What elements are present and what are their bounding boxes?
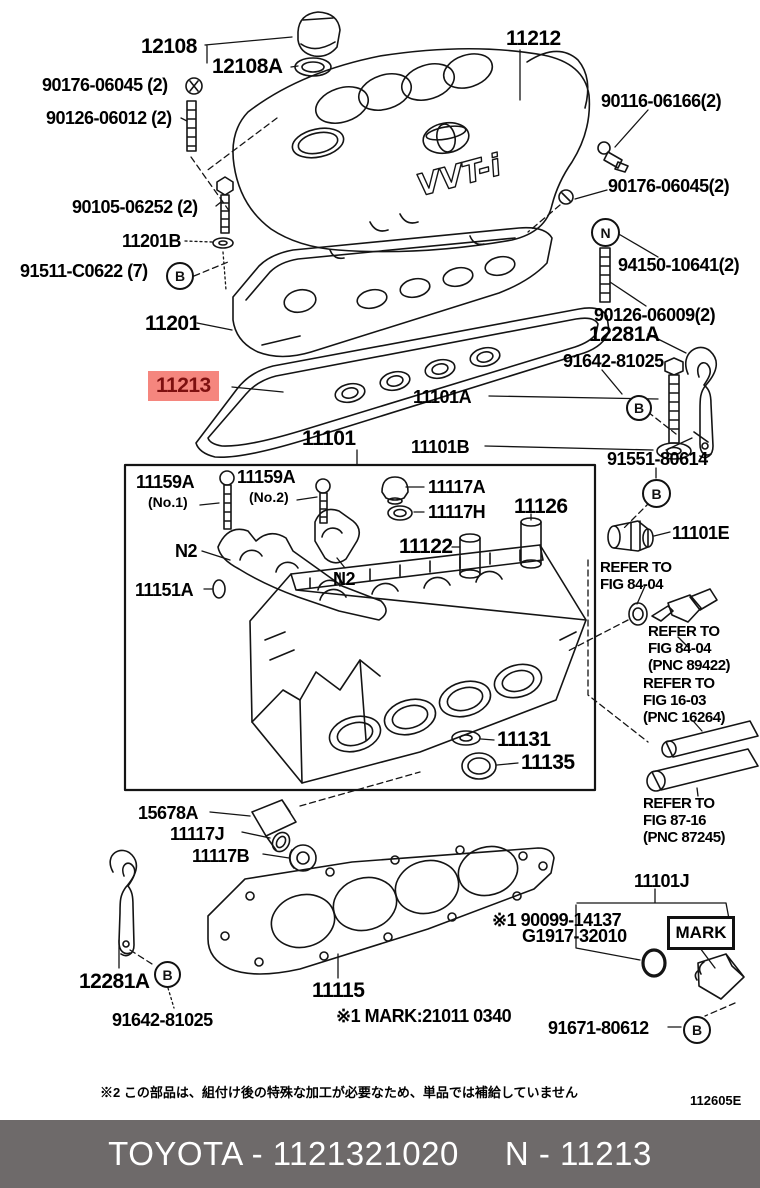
union-screw-drawing — [641, 948, 745, 1000]
refer-note-fig-16-03: REFER TO FIG 16-03 (PNC 16264) — [643, 675, 726, 726]
head-bolt-drawing — [656, 357, 692, 460]
part-label-11122: 11122 — [399, 535, 453, 558]
part-label-90099-14137: ※1 90099-14137 — [492, 910, 622, 930]
part-label-12108a: 12108A — [212, 55, 283, 78]
part-label-11117b: 11117B — [192, 846, 250, 866]
callout-b-icon-91511: B — [166, 262, 194, 290]
part-label-11135: 11135 — [521, 751, 575, 774]
footer-part-number: TOYOTA - 1121321020 — [108, 1135, 459, 1172]
refer-note-fig-84-04-pnc-89422: REFER TO FIG 84-04 (PNC 89422) — [648, 623, 731, 674]
dotted-lines — [167, 240, 227, 1009]
part-label-11117a: 11117A — [428, 477, 486, 497]
callout-b-icon-91642-top: B — [626, 395, 652, 421]
diagram-line-art: VVT-i — [109, 11, 759, 1028]
part-label-11117h: 11117H — [428, 502, 486, 522]
stud-94150-drawing — [599, 247, 611, 303]
part-label-11151a: 11151A — [135, 580, 194, 600]
part-label-15678a: 15678A — [138, 803, 199, 823]
part-label-g1917-32010: G1917-32010 — [522, 926, 627, 946]
cam-caps-drawing — [217, 508, 387, 621]
part-label-91642-81025-top: 91642-81025 — [563, 351, 664, 371]
callout-b-icon-12281a: B — [154, 961, 181, 988]
footer-catalog-number: N - 11213 — [504, 1135, 652, 1172]
part-label-90176-06045-right: 90176-06045(2) — [608, 176, 730, 196]
part-label-90126-06009: 90126-06009(2) — [594, 305, 716, 325]
part-label-11101b: 11101B — [411, 437, 470, 457]
callout-b-icon-91671: B — [683, 1016, 711, 1044]
footnote-jp: ※2 この部品は、組付け後の特殊な加工が必要なため、単品では補給していません — [100, 1085, 579, 1100]
part-label-90105-06252: 90105-06252 (2) — [72, 197, 198, 217]
callout-b-icon-91551: B — [642, 479, 671, 508]
part-label-90116-06166: 90116-06166(2) — [601, 91, 722, 111]
sensor-90116-drawing — [597, 141, 629, 173]
part-label-11131: 11131 — [497, 728, 551, 751]
part-label-11159a-no1-sub: (No.1) — [148, 494, 188, 510]
valve-cover-drawing — [232, 226, 553, 358]
hanger-hook-bottom-drawing — [109, 849, 138, 957]
part-label-91551-80614: 91551-80614 — [607, 449, 708, 469]
part-label-11213-highlighted: 11213 — [148, 371, 219, 401]
cap-bolts-drawing — [219, 470, 331, 530]
doc-code: 112605E — [690, 1093, 742, 1108]
part-label-11101: 11101 — [302, 427, 356, 450]
part-label-11159a-no2-sub: (No.2) — [249, 489, 289, 505]
valve-parts-drawing — [212, 476, 542, 780]
leader-lines — [118, 36, 734, 1028]
part-label-n2-left: N2 — [175, 541, 198, 561]
part-label-11126: 11126 — [514, 495, 568, 518]
part-label-11115: 11115 — [312, 979, 365, 1002]
right-sensors-drawing — [607, 520, 759, 792]
refer-note-fig-87-16: REFER TO FIG 87-16 (PNC 87245) — [643, 795, 726, 846]
part-label-11201b: 11201B — [122, 231, 182, 251]
mark-footnote-1: ※1 MARK:21011 0340 — [336, 1006, 512, 1026]
vvt-i-badge: VVT-i — [413, 148, 505, 204]
gasket-11213-drawing — [195, 307, 610, 458]
part-label-91671-80612: 91671-80612 — [548, 1018, 649, 1038]
hanger-hook-top-drawing — [685, 346, 718, 459]
part-label-11101a: 11101A — [413, 387, 472, 407]
part-label-11159a-no2: 11159A — [237, 467, 296, 487]
refer-note-fig-84-04: REFER TO FIG 84-04 — [600, 559, 672, 593]
engine-cover-drawing: VVT-i — [232, 47, 591, 253]
part-label-12281a-bottom: 12281A — [79, 970, 150, 993]
footer-bar: TOYOTA - 1121321020 N - 11213 — [0, 1120, 760, 1188]
part-label-11117j: 11117J — [170, 824, 225, 844]
part-label-11159a-no1: 11159A — [136, 472, 195, 492]
part-label-91642-81025-bottom: 91642-81025 — [112, 1010, 213, 1030]
callout-n-icon-94150: N — [591, 218, 620, 247]
part-label-11212: 11212 — [506, 27, 561, 50]
head-gasket-drawing — [207, 845, 555, 975]
part-label-12108: 12108 — [141, 35, 197, 58]
oil-jet-parts-drawing — [251, 799, 317, 872]
part-label-11101e: 11101E — [672, 523, 730, 543]
dashed-lines — [129, 117, 736, 1017]
part-label-12281a-top: 12281A — [589, 323, 660, 346]
part-label-90126-06012: 90126-06012 (2) — [46, 108, 172, 128]
fasteners-left-drawing — [185, 77, 574, 249]
oil-cap-drawing — [294, 11, 341, 77]
part-label-11101j: 11101J — [634, 871, 690, 891]
head-box-frame — [123, 463, 597, 792]
part-label-90176-06045-left: 90176-06045 (2) — [42, 75, 168, 95]
part-label-94150-10641: 94150-10641(2) — [618, 255, 740, 275]
part-label-91511-c0622: 91511-C0622 (7) — [20, 261, 148, 281]
mark-box: MARK — [667, 916, 735, 950]
part-label-n2-right: N2 — [333, 569, 356, 589]
part-label-11201: 11201 — [145, 312, 200, 335]
